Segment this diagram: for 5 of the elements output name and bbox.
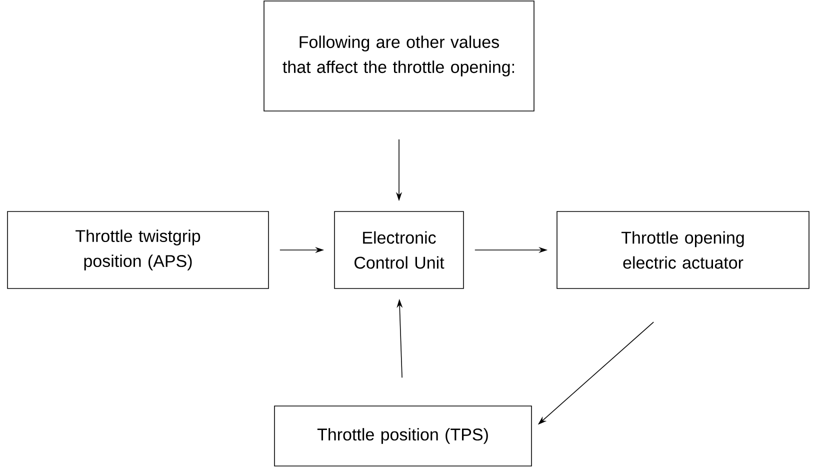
process-box: Throttle position (TPS) (274, 406, 532, 466)
process-box: Throttle twistgrip position (APS) (7, 211, 269, 289)
process-box: Following are other values that affect the throttle opening: (264, 0, 534, 112)
process-box: Throttle opening electric actuator (556, 211, 810, 289)
process-box: Electronic Control Unit (334, 211, 464, 289)
